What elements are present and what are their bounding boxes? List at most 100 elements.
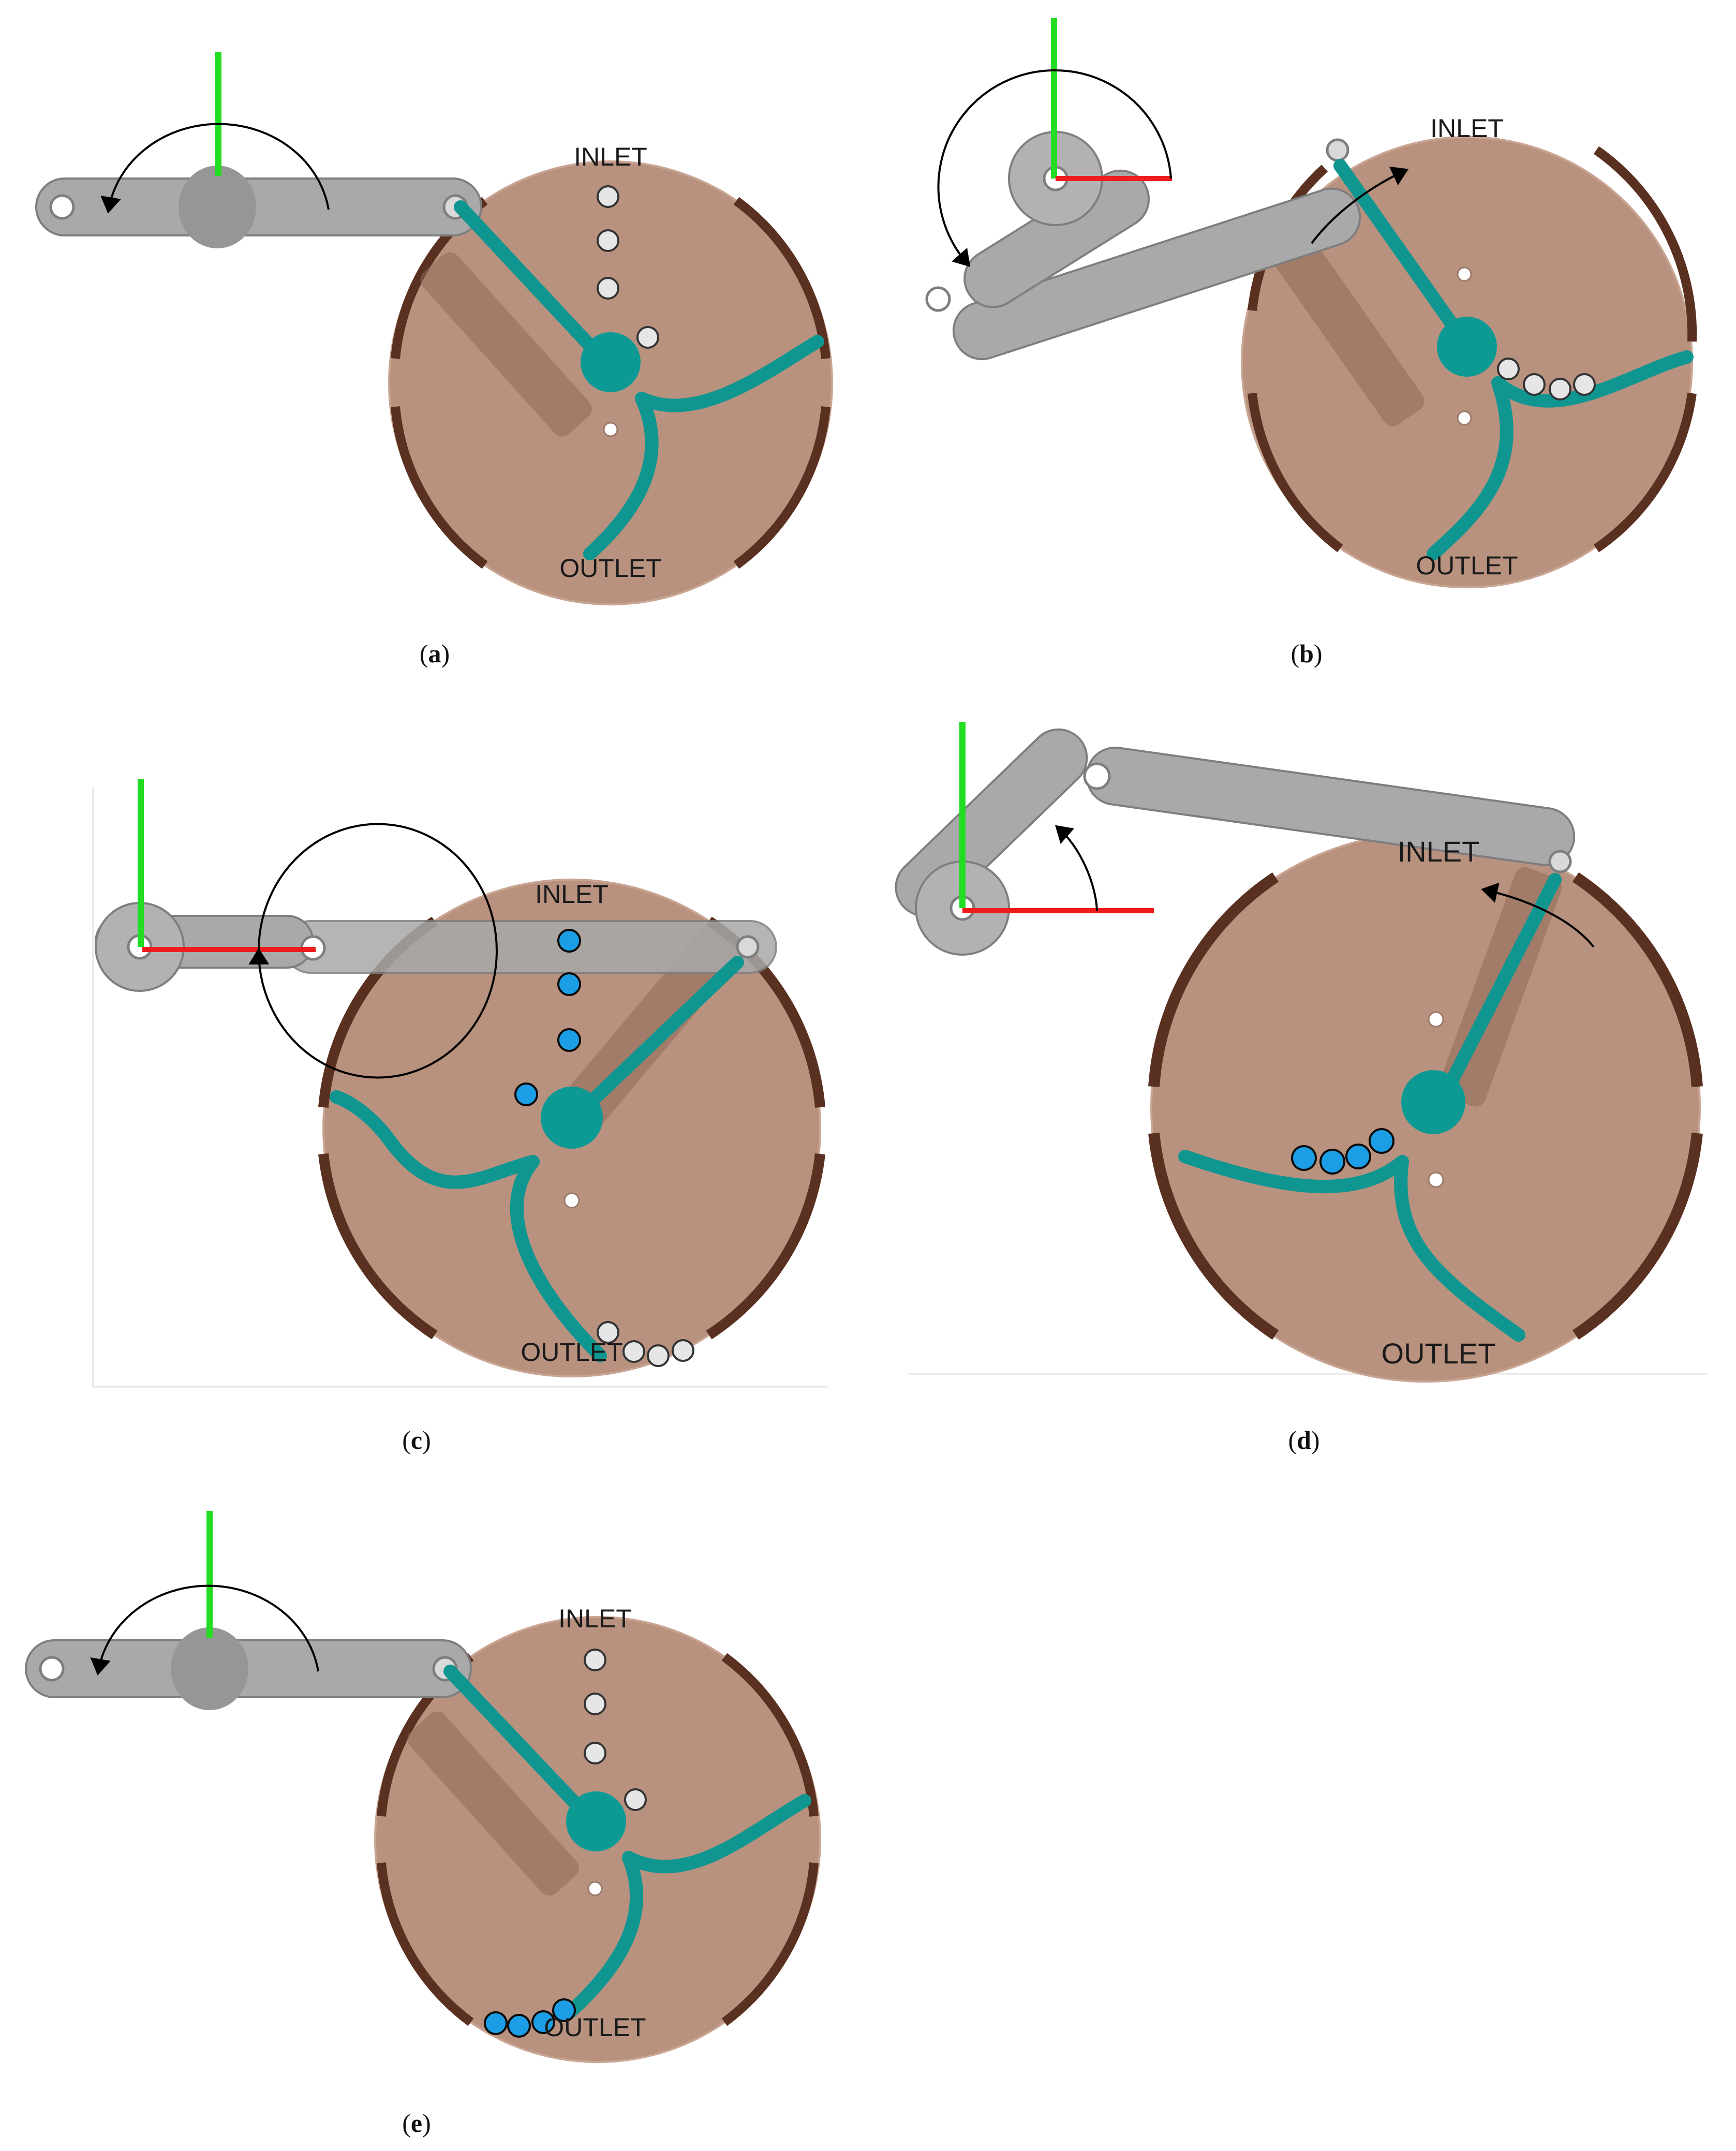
disc-rim-segment [1572, 1132, 1703, 1340]
panel-e: INLET OUTLET (e) [25, 1511, 821, 2138]
channel [1427, 376, 1514, 560]
droplet-icon [597, 185, 619, 208]
droplet-icon [636, 326, 659, 349]
pin-hole-icon [925, 286, 951, 312]
panel-caption: (d) [1288, 1426, 1319, 1455]
pin-hole-icon [563, 1192, 580, 1209]
channel [510, 1155, 607, 1362]
droplet-icon [584, 1693, 606, 1715]
panel-a: INLET OUTLET (a) [35, 52, 833, 668]
disc-rim-segment [318, 1153, 438, 1340]
rotation-arrow-icon [248, 823, 498, 1079]
disc-rim-segment [1593, 146, 1697, 342]
panel-caption: (e) [402, 2109, 431, 2138]
crank-link [35, 166, 482, 248]
microfluidic-channels [330, 956, 744, 1362]
inlet-label: INLET [574, 142, 647, 171]
rotor-hub [566, 1791, 626, 1851]
rotation-arrow-icon [1311, 166, 1409, 244]
pin-hole-icon [1428, 1171, 1444, 1188]
channel [635, 335, 824, 412]
pin-hole-icon [1083, 762, 1111, 790]
channel [622, 1794, 811, 1874]
droplet-icon [484, 2011, 508, 2035]
pin-hole-icon [1457, 266, 1472, 282]
inlet-label: INLET [1430, 114, 1504, 143]
droplet-icon [597, 229, 619, 252]
droplet-icon [1523, 373, 1546, 396]
droplets [597, 185, 659, 349]
droplet-icon [1345, 1144, 1371, 1169]
pin-hole-icon [603, 422, 618, 437]
channel [443, 1665, 599, 1828]
pin-hole-icon [736, 935, 760, 959]
droplets [514, 929, 694, 1367]
channel [583, 392, 659, 560]
channel [568, 956, 744, 1124]
panel-caption: (b) [1290, 639, 1322, 668]
panel-c: INLET OUTLET (c) [92, 779, 828, 1455]
channel [1440, 873, 1562, 1099]
droplet-icon [597, 277, 619, 300]
droplet-icon [557, 929, 581, 953]
panel-d: INLET OUTLET (d) [895, 722, 1708, 1455]
droplet-icon [1369, 1128, 1394, 1154]
crank-link [895, 728, 1576, 956]
rotor-arm-shadow [1269, 229, 1425, 426]
droplet-icon [647, 1344, 670, 1367]
droplet-icon [584, 1742, 606, 1764]
panel-b: INLET OUTLET (b) [925, 18, 1697, 668]
panel-caption: (a) [420, 639, 450, 668]
pin-hole-icon [49, 194, 75, 220]
disc-rim-segment [1593, 392, 1697, 553]
outlet-label: OUTLET [1382, 1337, 1496, 1370]
disc-rim-segment [1148, 872, 1279, 1087]
pin-hole-icon [1548, 850, 1572, 873]
rotor-arm-shadow [420, 252, 592, 437]
crank-link [925, 131, 1361, 361]
droplet-icon [507, 2014, 531, 2038]
disc-rim-segment [1148, 1132, 1279, 1340]
droplet-icon [531, 2010, 555, 2034]
disc-rim-segment [721, 1862, 819, 2026]
channel [454, 200, 612, 369]
rotor-arm-shadow [407, 1711, 579, 1896]
droplet-icon [552, 1998, 576, 2022]
disc-rim-segment [733, 197, 830, 359]
inlet-label: INLET [558, 1604, 632, 1633]
disc-rim-segment [391, 406, 488, 569]
pin-hole-icon [1428, 1011, 1444, 1028]
droplets [1497, 358, 1596, 400]
microfluidic-channels [454, 200, 824, 560]
rotor-hub [1437, 317, 1497, 377]
droplet-icon [1291, 1145, 1317, 1171]
microfluidic-channels [443, 1665, 811, 2020]
disc-rim-segment [1248, 393, 1343, 553]
pin-hole-icon [1326, 138, 1349, 162]
droplet-icon [622, 1340, 645, 1363]
crank-link [95, 902, 777, 992]
channel [1394, 1155, 1525, 1342]
channel [330, 1090, 540, 1189]
outlet-label: OUTLET [559, 554, 661, 583]
outlet-label: OUTLET [1416, 551, 1518, 580]
droplet-icon [624, 1788, 647, 1811]
rotor-hub [1401, 1070, 1465, 1134]
disc-rim-segment [377, 1862, 474, 2026]
droplets [484, 1649, 647, 2038]
channel [562, 1851, 644, 2020]
droplet-icon [1319, 1149, 1345, 1175]
channel [1333, 159, 1471, 348]
droplet-icon [1497, 358, 1520, 380]
outlet-label: OUTLET [521, 1338, 622, 1367]
microfluidic-channels [1178, 873, 1562, 1342]
panel-frame [92, 787, 828, 1388]
droplet-icon [584, 1649, 606, 1671]
droplets [1291, 1128, 1394, 1175]
panel-caption: (c) [402, 1426, 431, 1455]
disc-rim-segment [1572, 872, 1703, 1087]
rotation-arrow-icon [1481, 882, 1595, 948]
droplet-icon [557, 972, 581, 996]
rotor-hub [541, 1087, 603, 1149]
